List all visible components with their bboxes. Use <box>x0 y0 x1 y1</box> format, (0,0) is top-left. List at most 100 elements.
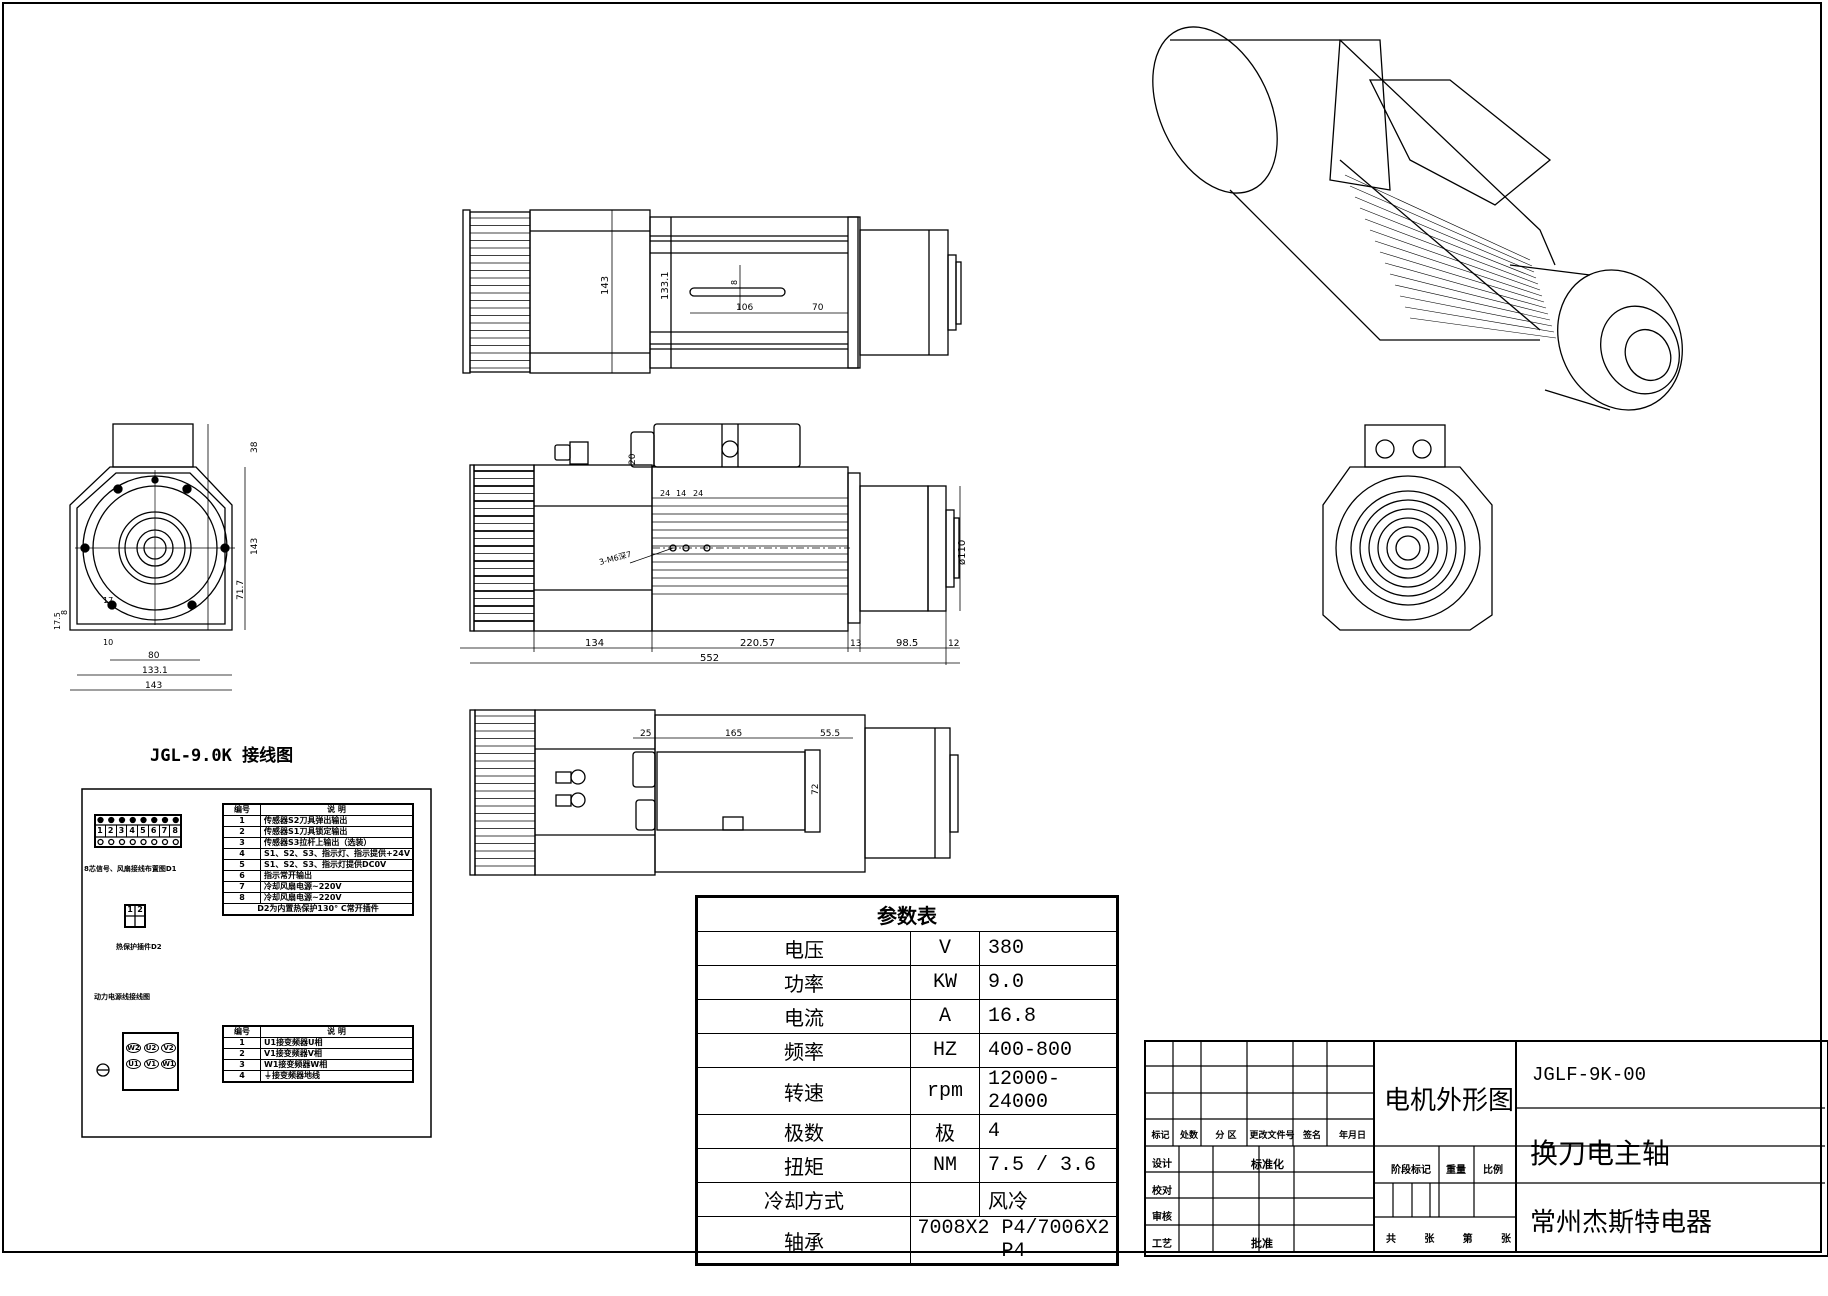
dim-20: 20 <box>628 453 638 465</box>
role-label: 工艺 <box>1152 1238 1172 1250</box>
power-terminal-block: W2 U2 V2 U1 V1 W1 <box>126 1043 176 1069</box>
row-number: 5 <box>222 859 261 871</box>
d2-connector: 1 2 <box>125 905 145 916</box>
row-number: 3 <box>222 1059 261 1071</box>
isometric-view <box>1152 26 1683 411</box>
revision-header: 签名 <box>1302 1131 1321 1141</box>
drawing-number: JGLF-9K-00 <box>1532 1064 1647 1086</box>
dim-80: 80 <box>148 651 160 661</box>
pin-dot <box>97 838 104 846</box>
pin-dot <box>151 816 158 824</box>
param-name: 频率 <box>696 1033 911 1068</box>
row-description: 传感器S2刀具弹出输出 <box>260 815 414 827</box>
param-unit: rpm <box>910 1067 980 1115</box>
param-unit: V <box>910 931 980 966</box>
dim-10: 10 <box>103 638 113 647</box>
fan-ring <box>1350 490 1466 606</box>
param-value: 4 <box>979 1114 1118 1149</box>
dim-17-5: 17.5 <box>53 612 62 630</box>
fan-grille <box>1350 490 1466 606</box>
param-unit: KW <box>910 965 980 1000</box>
row-description: 冷却风扇电源~220V <box>260 881 414 893</box>
fan-ring <box>1359 499 1457 597</box>
fan-ring <box>1368 508 1448 588</box>
iso-rib <box>1354 196 1535 273</box>
pin-dot <box>151 838 158 846</box>
pin-dot <box>172 838 179 846</box>
signal-table-footer: D2为内置热保护130° C常开插件 <box>222 903 414 916</box>
rear-end-view <box>1322 424 1493 631</box>
d2-pin: 1 <box>127 905 133 914</box>
sheet-label: 共 <box>1386 1234 1396 1245</box>
dim-71: 71.7 <box>236 580 246 600</box>
wiring-diagram-box <box>81 788 432 1138</box>
sheet-count: 共 张 第 张 <box>1386 1230 1511 1245</box>
dim-143-front: 143 <box>145 681 162 691</box>
dim-top-slot: 8 <box>730 280 739 285</box>
row-number: 2 <box>222 1048 261 1060</box>
row-description: 指示常开输出 <box>260 870 414 882</box>
cooling-fins <box>474 470 534 622</box>
dim-38: 38 <box>250 441 260 453</box>
terminal: V1 <box>143 1059 159 1069</box>
pin-dot <box>161 816 169 824</box>
wiring-title: JGL-9.0K 接线图 <box>150 746 294 766</box>
standardization-label: 标准化 <box>1251 1158 1284 1171</box>
power-label: 动力电源线接线图 <box>94 993 150 1001</box>
col-header: 说 明 <box>260 1025 414 1038</box>
revision-header: 标记 <box>1151 1131 1170 1141</box>
dim-24a: 24 <box>660 489 670 498</box>
param-value: 7008X2 P4/7006X2 P4 <box>910 1216 1118 1265</box>
param-value: 7.5 / 3.6 <box>979 1148 1118 1183</box>
col-header: 编号 <box>222 1025 261 1038</box>
dim-165: 165 <box>725 729 742 739</box>
dim-14: 14 <box>676 489 686 498</box>
pin-dot <box>97 816 104 824</box>
dim-72: 72 <box>811 784 821 795</box>
revision-header: 年月日 <box>1338 1131 1366 1141</box>
iso-rib <box>1394 284 1551 321</box>
role-label: 校对 <box>1152 1185 1172 1197</box>
pin-dot <box>108 816 115 824</box>
iso-rib <box>1369 229 1541 291</box>
param-name: 电流 <box>696 999 911 1034</box>
drawing-name: 电机外形图 <box>1384 1086 1515 1116</box>
param-value: 400-800 <box>979 1033 1118 1068</box>
revision-header-row: 标记处数分 区更改文件号签名年月日 <box>1146 1121 1376 1148</box>
param-name: 极数 <box>696 1114 911 1149</box>
weight-label: 重量 <box>1446 1165 1466 1176</box>
pin-dot <box>118 816 126 824</box>
pin-dot <box>108 838 115 846</box>
row-number: 2 <box>222 826 261 838</box>
dim-holes: 3-M6深7 <box>598 550 632 567</box>
dim-220: 220.57 <box>740 638 775 649</box>
bottom-view: 25 165 55.5 72 <box>469 709 959 876</box>
row-description: ⏚接变频器地线 <box>260 1070 414 1083</box>
param-unit <box>910 1182 980 1217</box>
d1-pin: 5 <box>138 825 149 837</box>
dim-front-143h: 143 <box>250 538 260 555</box>
terminal: U2 <box>143 1043 159 1053</box>
row-number: 3 <box>222 837 261 849</box>
row-number: 6 <box>222 870 261 882</box>
cooling-fins <box>470 217 530 369</box>
iso-rib <box>1374 240 1543 297</box>
iso-rib <box>1379 251 1545 303</box>
sheet-label: 第 <box>1462 1234 1473 1245</box>
row-description: 传感器S1刀具锁定输出 <box>260 826 414 838</box>
d1-pin: 4 <box>127 825 138 837</box>
iso-rib <box>1364 218 1539 285</box>
scale-label: 比例 <box>1483 1165 1503 1176</box>
